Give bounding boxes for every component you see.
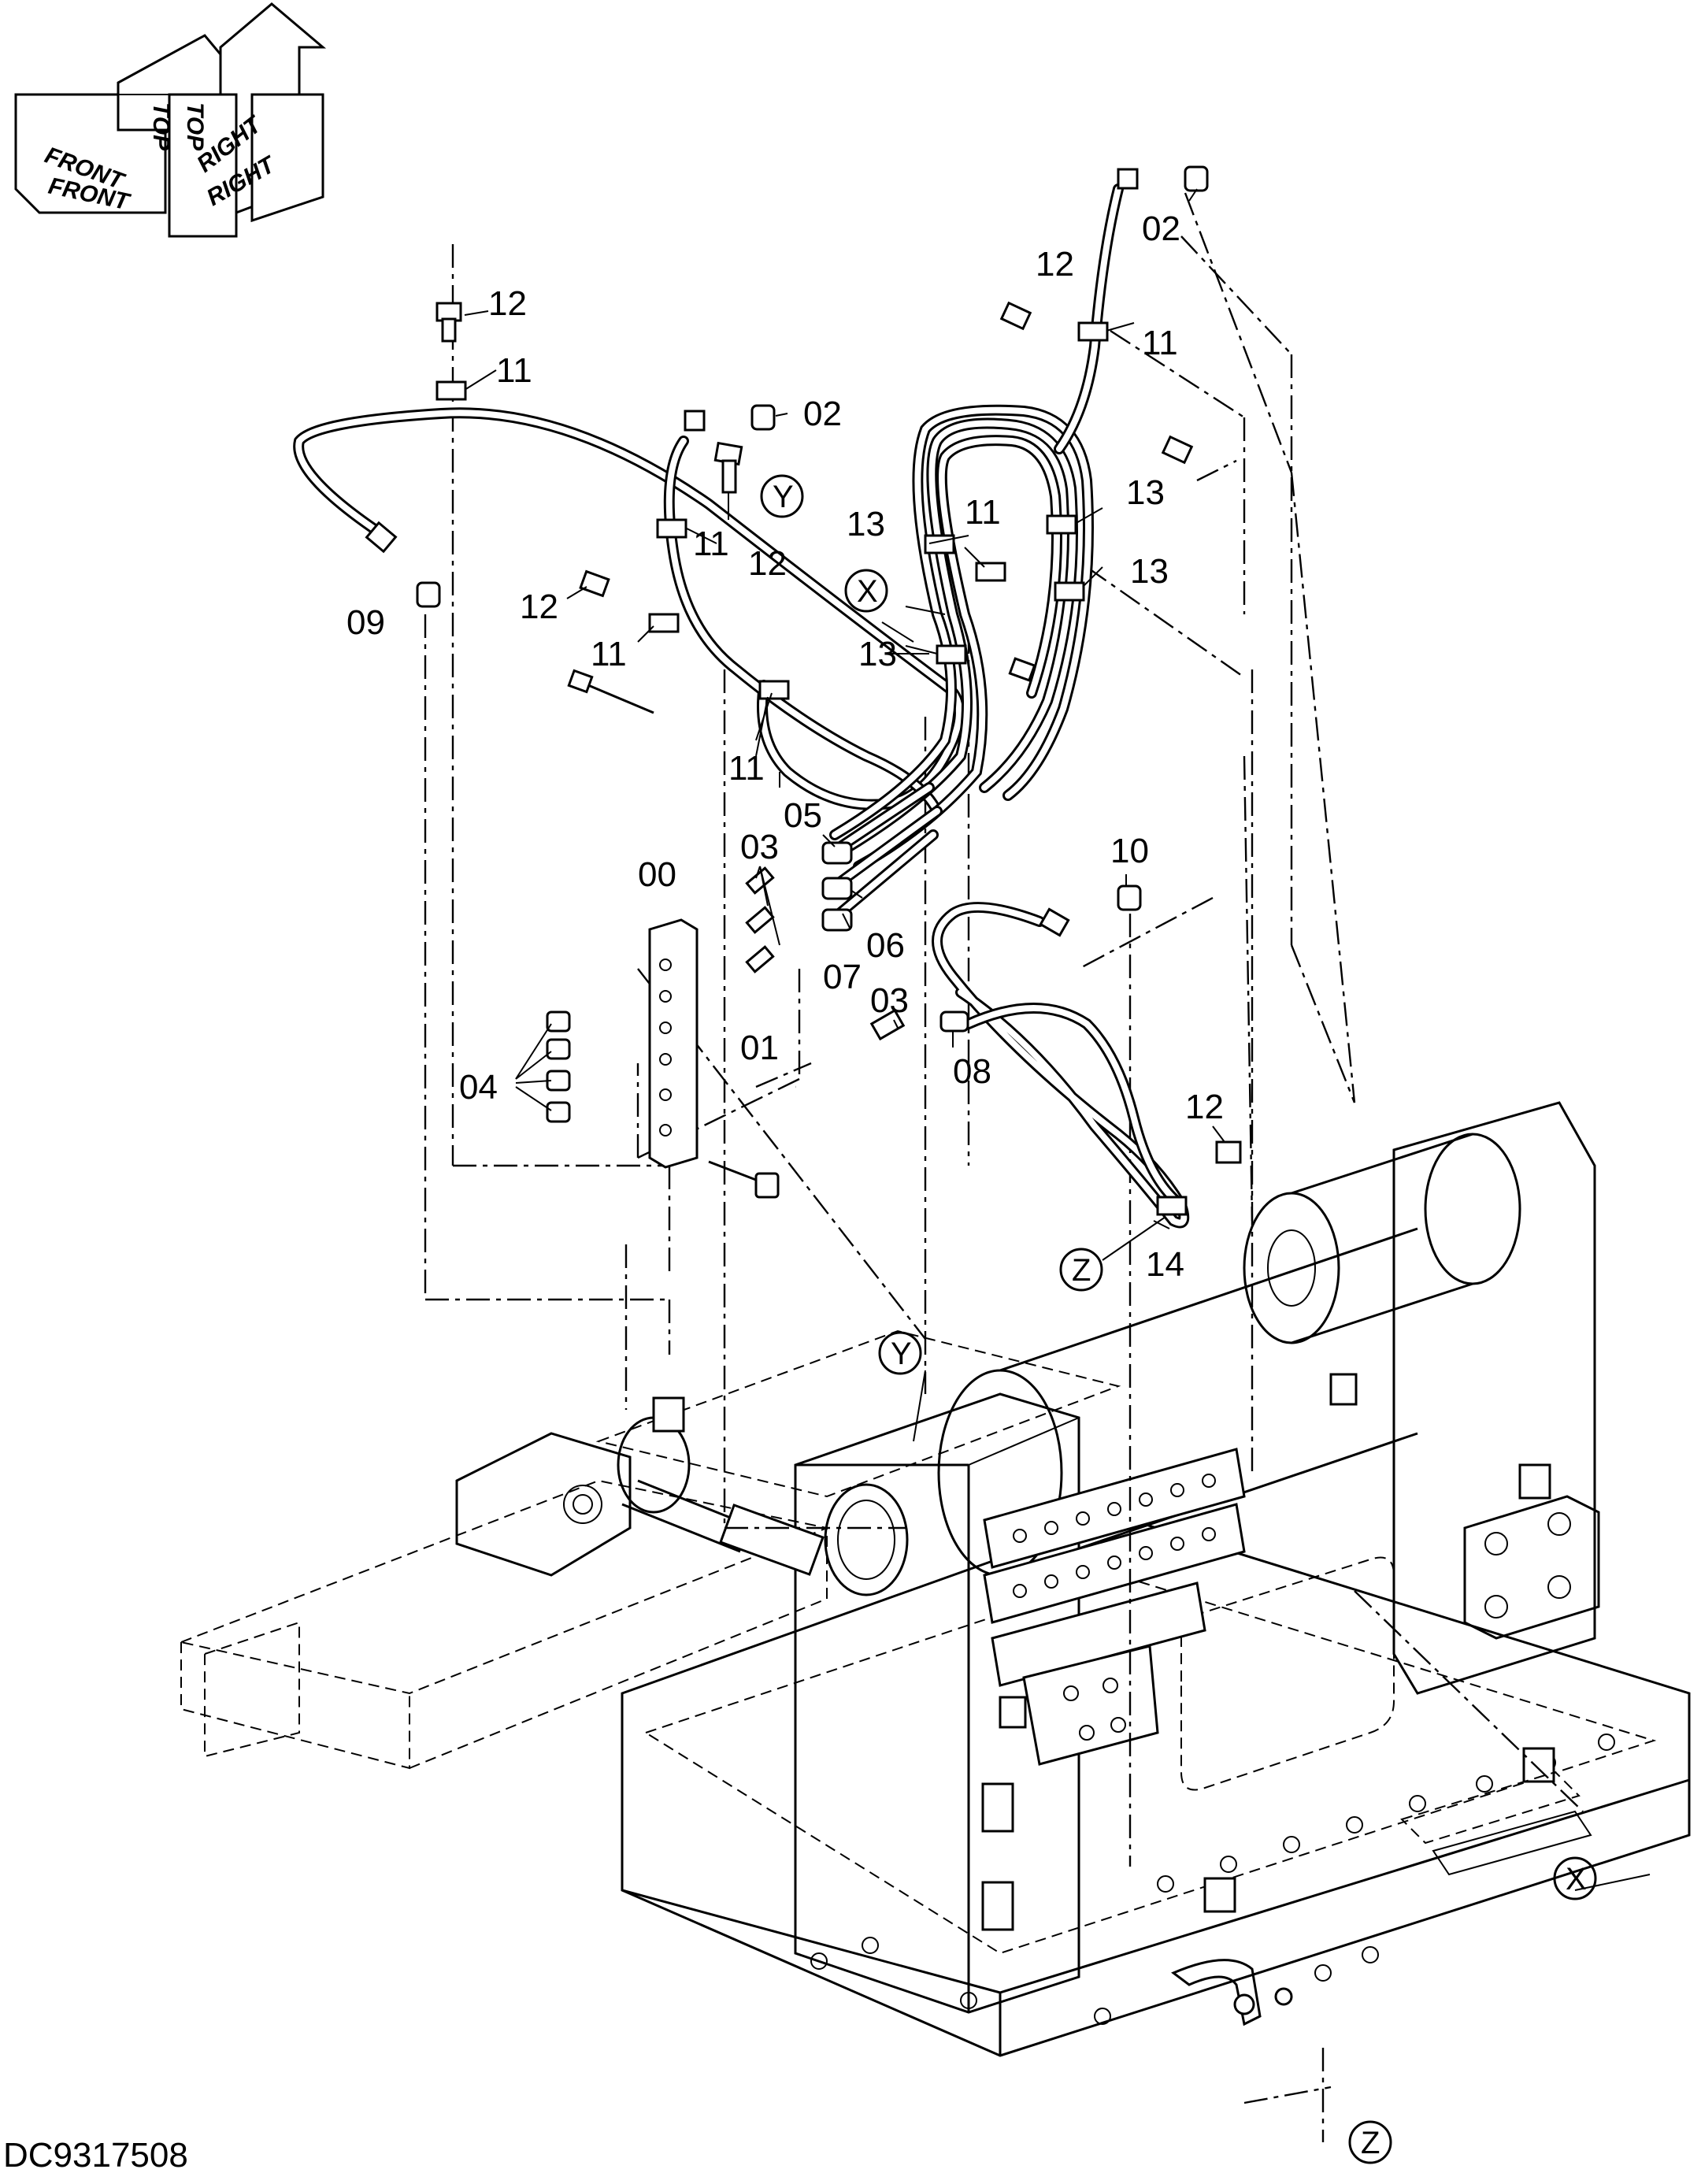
svg-text:Z: Z <box>1072 1253 1091 1288</box>
view-marker-z-bottom: Z <box>1348 2120 1392 2164</box>
svg-text:Y: Y <box>773 480 794 514</box>
callout-11-b: 11 <box>693 525 729 563</box>
callout-12-b: 12 <box>748 544 787 583</box>
callout-13-b: 13 <box>1126 473 1165 512</box>
callout-06: 06 <box>866 926 905 965</box>
callout-03-lower: 03 <box>870 981 909 1020</box>
svg-text:Z: Z <box>1361 2126 1380 2160</box>
view-marker-x-bottom: X <box>1553 1856 1597 1900</box>
control-valve <box>983 1448 1246 1766</box>
callout-12-c: 12 <box>520 588 558 626</box>
callout-13-c: 13 <box>1130 552 1169 591</box>
callout-12-d: 12 <box>1036 245 1074 284</box>
callout-13-a: 13 <box>847 505 885 543</box>
callout-09: 09 <box>346 603 385 642</box>
callout-02-left: 02 <box>803 395 842 433</box>
leader-lines <box>464 188 1651 1891</box>
callout-12-a: 12 <box>488 284 527 323</box>
callout-11-d: 11 <box>728 749 765 788</box>
callout-07: 07 <box>823 958 862 996</box>
callout-03-upper: 03 <box>740 828 779 866</box>
callout-12-e: 12 <box>1185 1088 1224 1126</box>
orientation-top-label: TOP <box>148 102 174 151</box>
callout-11-f: 11 <box>1142 324 1178 362</box>
view-marker-z-top: Z <box>1059 1248 1103 1292</box>
view-marker-y-bottom: Y <box>878 1331 922 1375</box>
view-marker-x-top: X <box>844 569 888 613</box>
callout-11-a: 11 <box>496 351 532 390</box>
phantom-lines <box>424 192 1584 2142</box>
callout-02-right: 02 <box>1142 210 1180 248</box>
callout-14: 14 <box>1146 1245 1184 1284</box>
hose-assembly <box>293 184 1190 1229</box>
callout-10: 10 <box>1110 832 1149 870</box>
callout-00: 00 <box>638 855 676 894</box>
callout-labels: 00 01 02 02 03 03 04 05 06 07 08 09 10 1… <box>346 210 1224 1284</box>
view-markers: X Y Z X Y Z <box>760 474 1597 2164</box>
callout-11-c: 11 <box>591 635 627 673</box>
orientation-indicator-icon: FRONT FRONT TOP TOP RIGHT RIGHT <box>14 2 327 238</box>
callout-01: 01 <box>740 1029 779 1067</box>
callout-08: 08 <box>953 1052 991 1091</box>
svg-text:Y: Y <box>891 1337 912 1371</box>
callout-04: 04 <box>459 1068 498 1107</box>
orientation-top-label-2: TOP <box>182 102 208 151</box>
svg-text:X: X <box>857 574 878 609</box>
hardware-parts <box>365 165 1242 1216</box>
svg-text:X: X <box>1566 1862 1587 1897</box>
callout-05: 05 <box>784 796 822 835</box>
callout-13-d: 13 <box>858 635 897 673</box>
document-id: DC9317508 <box>3 2136 188 2175</box>
machine-frame <box>178 1101 1691 2057</box>
view-marker-y-top: Y <box>760 474 804 518</box>
callout-11-e: 11 <box>965 493 1001 532</box>
